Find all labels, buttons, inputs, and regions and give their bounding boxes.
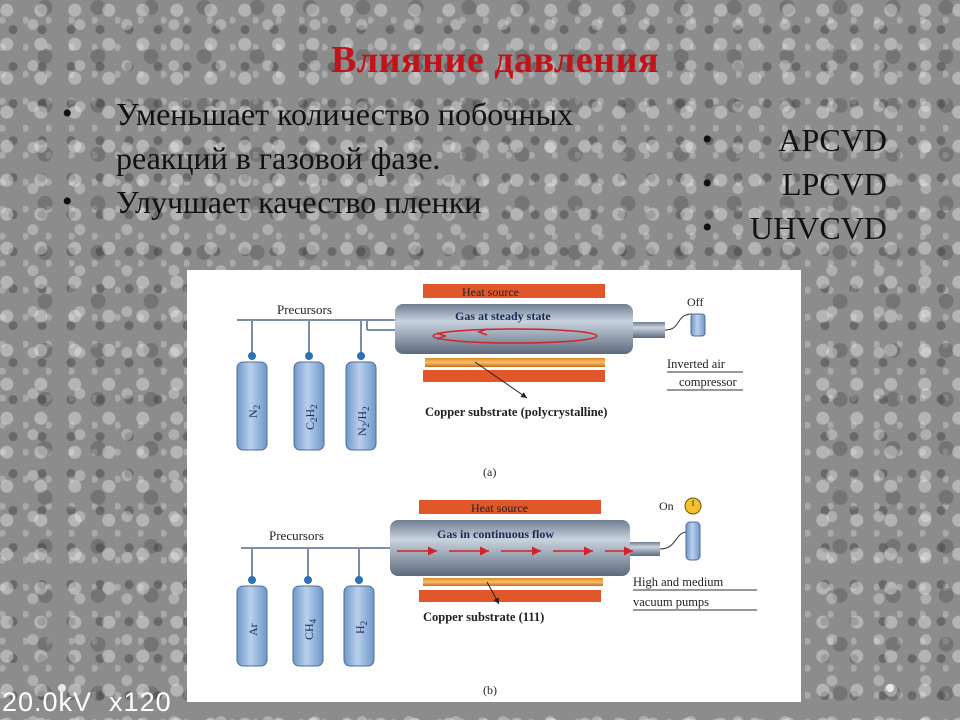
circulating-flow-icon [432, 328, 598, 344]
heat-source-top-b [419, 500, 601, 514]
sem-overlay-text: 20.0kV x120 [2, 687, 172, 717]
substrate-label-b: Copper substrate (111) [423, 610, 544, 624]
svg-text:CH4: CH4 [302, 618, 318, 640]
precursors-label-a: Precursors [277, 302, 332, 317]
svg-text:Ar: Ar [246, 623, 260, 636]
heat-source-top-a [423, 284, 605, 298]
cvd-type-item: APCVD [690, 118, 887, 162]
page-title: Влияние давления [330, 39, 660, 81]
svg-text:N2/H2: N2/H2 [355, 406, 371, 436]
gas-tank: CH4 [292, 548, 324, 667]
pump-label-a2: compressor [679, 375, 737, 389]
left-bullet-list: Уменьшает количество побочных реакций в … [62, 92, 622, 224]
gas-label-a: Gas at steady state [455, 309, 551, 323]
svg-text:H2: H2 [353, 621, 369, 634]
cvd-type-item: LPCVD [690, 162, 887, 206]
bullet-item: Улучшает качество пленки [62, 180, 622, 224]
corner-dot [58, 684, 66, 692]
gas-tank: H2 [343, 548, 375, 667]
caption-b: (b) [483, 683, 497, 697]
heat-source-bottom-b [419, 590, 601, 602]
copper-substrate-b [423, 578, 603, 586]
caption-a: (a) [483, 465, 496, 479]
corner-dot [886, 684, 894, 692]
pump-label-b2: vacuum pumps [633, 595, 709, 609]
switch-label-b: On [659, 499, 674, 513]
reactor-tube-b [390, 520, 630, 576]
panel-b: Heat source Precursors Gas in continuous… [236, 497, 757, 697]
precursors-label-b: Precursors [269, 528, 324, 543]
gas-label-b: Gas in continuous flow [437, 527, 554, 541]
svg-text:N2: N2 [246, 405, 262, 418]
compressor-icon [690, 313, 706, 337]
copper-substrate-a [425, 358, 605, 367]
heat-source-label-b: Heat source [471, 501, 528, 515]
svg-text:C2H2: C2H2 [303, 404, 319, 430]
heat-source-bottom-a [423, 370, 605, 382]
gas-tank: C2H2 [293, 320, 325, 451]
panel-a: Heat source Precursors Gas at steady sta… [236, 284, 743, 479]
gas-tank: N2/H2 [345, 320, 377, 451]
gas-tank: N2 [236, 320, 268, 451]
pump-label-a1: Inverted air [667, 357, 726, 371]
vacuum-pump-icon [685, 521, 701, 561]
gas-tank: Ar [236, 548, 268, 667]
switch-label-a: Off [687, 295, 703, 309]
bullet-item: Уменьшает количество побочных реакций в … [62, 92, 622, 180]
cvd-type-list: APCVD LPCVD UHVCVD [690, 118, 887, 250]
substrate-label-a: Copper substrate (polycrystalline) [425, 405, 607, 419]
cvd-setup-diagram: Heat source Precursors Gas at steady sta… [187, 270, 801, 702]
pump-label-b1: High and medium [633, 575, 724, 589]
cvd-type-item: UHVCVD [690, 206, 887, 250]
heat-source-label-a: Heat source [462, 285, 519, 299]
